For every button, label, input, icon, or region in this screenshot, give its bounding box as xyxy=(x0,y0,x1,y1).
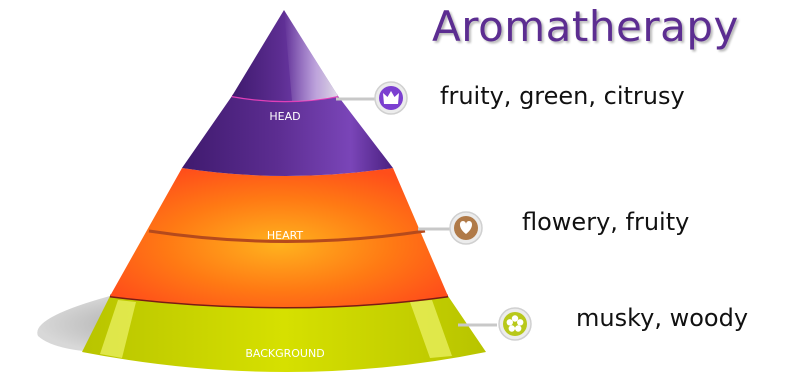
heart-notes: flowery, fruity xyxy=(522,208,690,236)
layer-background xyxy=(82,296,486,372)
layer-label-head: HEAD xyxy=(269,110,300,123)
layer-head xyxy=(182,96,393,176)
head-notes: fruity, green, citrusy xyxy=(440,82,685,110)
layer-label-background: BACKGROUND xyxy=(245,347,324,360)
crown-icon xyxy=(374,81,408,115)
background-notes: musky, woody xyxy=(576,304,749,332)
page-title: Aromatherapy xyxy=(432,2,739,51)
layer-label-heart: HEART xyxy=(267,229,304,242)
flower-icon xyxy=(498,307,532,341)
layer-heart xyxy=(110,168,448,307)
heart-icon xyxy=(449,211,483,245)
